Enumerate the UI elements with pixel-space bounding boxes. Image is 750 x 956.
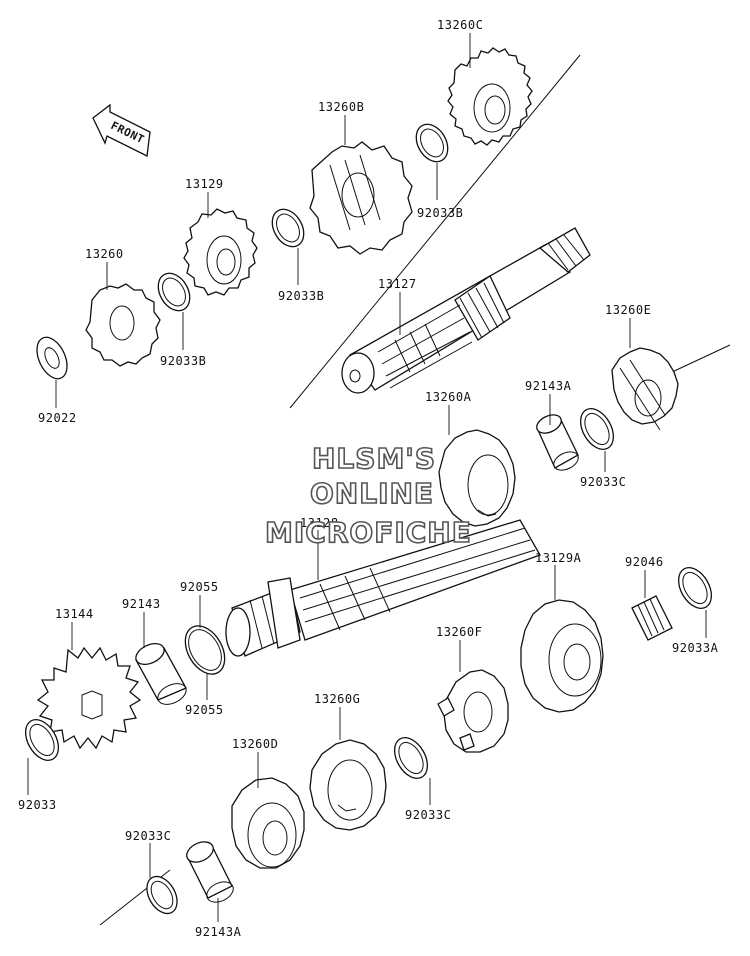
gear-13260C[interactable] <box>447 47 533 146</box>
snap-ring-92033A[interactable] <box>672 562 718 614</box>
label-92143[interactable]: 92143 <box>122 597 161 611</box>
label-92033A[interactable]: 92033A <box>672 641 719 655</box>
gear-13260B[interactable] <box>309 141 413 255</box>
output-shaft-13127[interactable] <box>341 227 591 394</box>
gear-13129A[interactable] <box>520 599 604 713</box>
watermark-line3: MICROFICHE <box>265 516 472 549</box>
snap-ring-92033B-2[interactable] <box>266 204 310 253</box>
gear-13260A[interactable] <box>438 429 516 527</box>
label-92055[interactable]: 92055 <box>185 703 224 717</box>
label-92033[interactable]: 92033 <box>18 798 57 812</box>
label-13260D[interactable]: 13260D <box>232 737 278 751</box>
label-92033B[interactable]: 92033B <box>160 354 206 368</box>
sprocket-13144[interactable] <box>36 646 142 750</box>
part-labels: 13260C 13260B 92033B 13129 92033B 13260 … <box>18 18 719 939</box>
main-shaft-13128[interactable] <box>225 519 541 657</box>
watermark-line2: ONLINE <box>310 477 434 510</box>
label-92046[interactable]: 92046 <box>625 555 664 569</box>
label-92055[interactable]: 92055 <box>180 580 219 594</box>
collar-92143A-1[interactable] <box>534 411 581 473</box>
snap-ring-92033B-3[interactable] <box>152 268 196 317</box>
label-92022[interactable]: 92022 <box>38 411 77 425</box>
snap-ring-92033B-1[interactable] <box>410 119 454 168</box>
label-92033B[interactable]: 92033B <box>417 206 463 220</box>
leader-lines <box>27 33 707 922</box>
collar-92143[interactable] <box>133 640 190 709</box>
gear-13129[interactable] <box>183 208 258 296</box>
bearing-92046[interactable] <box>631 595 673 641</box>
label-92143A[interactable]: 92143A <box>525 379 572 393</box>
gear-13260E[interactable] <box>611 347 679 431</box>
label-13144[interactable]: 13144 <box>55 607 94 621</box>
label-92033B[interactable]: 92033B <box>278 289 324 303</box>
snap-ring-92033C-1[interactable] <box>574 403 620 455</box>
label-13129A[interactable]: 13129A <box>535 551 582 565</box>
snap-ring-92033C-3[interactable] <box>141 871 184 919</box>
label-13129[interactable]: 13129 <box>185 177 224 191</box>
gear-13260G[interactable] <box>309 739 387 831</box>
oring-92055[interactable] <box>177 619 232 681</box>
gear-13260[interactable] <box>85 283 161 367</box>
snap-ring-92033C-2[interactable] <box>388 732 434 784</box>
label-13260E[interactable]: 13260E <box>605 303 651 317</box>
label-92033C[interactable]: 92033C <box>580 475 626 489</box>
front-arrow-icon: FRONT <box>92 103 151 157</box>
watermark-line1: HLSM'S <box>312 442 436 475</box>
gear-13260D[interactable] <box>231 777 305 869</box>
label-13260A[interactable]: 13260A <box>425 390 472 404</box>
label-13260[interactable]: 13260 <box>85 247 124 261</box>
label-13260F[interactable]: 13260F <box>436 625 482 639</box>
label-13260B[interactable]: 13260B <box>318 100 364 114</box>
label-13128[interactable]: 13128 <box>300 516 339 530</box>
snap-ring-92033[interactable] <box>19 714 65 766</box>
watermark: HLSM'S ONLINE MICROFICHE <box>264 441 472 550</box>
washer-92022[interactable] <box>31 333 73 384</box>
label-13260G[interactable]: 13260G <box>314 692 360 706</box>
label-13260C[interactable]: 13260C <box>437 18 483 32</box>
collar-92143A-2[interactable] <box>184 838 237 906</box>
label-92033C[interactable]: 92033C <box>405 808 451 822</box>
label-92033C[interactable]: 92033C <box>125 829 171 843</box>
label-13127[interactable]: 13127 <box>378 277 417 291</box>
label-92143A[interactable]: 92143A <box>195 925 242 939</box>
gear-13260F[interactable] <box>437 669 509 753</box>
